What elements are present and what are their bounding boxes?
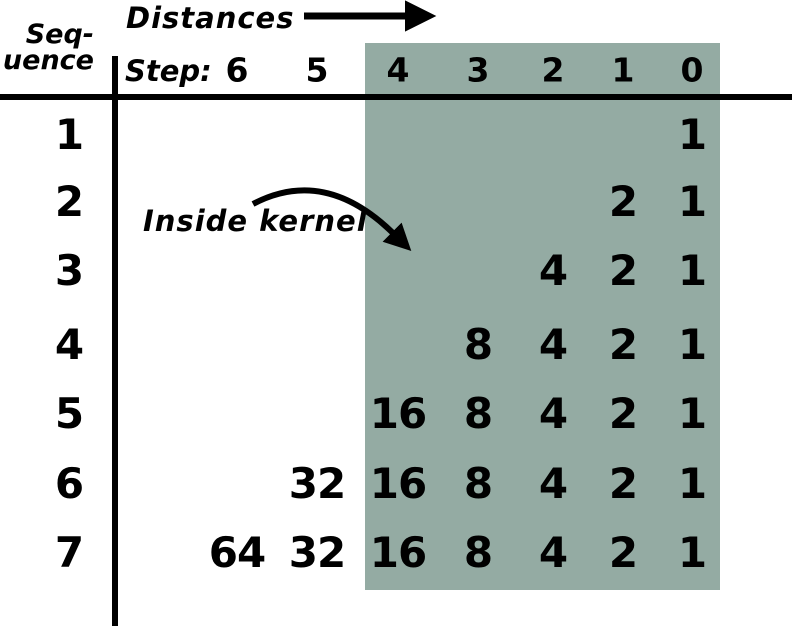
value-cell: 2 — [608, 389, 638, 438]
value-cell: 4 — [538, 246, 568, 295]
sequence-axis-title-line2: uence — [2, 45, 94, 76]
value-cell: 8 — [463, 528, 493, 577]
column-header-step-3: 3 — [466, 50, 490, 90]
value-cell: 4 — [538, 320, 568, 369]
value-cell: 1 — [677, 177, 707, 226]
value-cell: 1 — [677, 459, 707, 508]
row-label-sequence-2: 2 — [54, 177, 84, 226]
value-cell: 2 — [608, 528, 638, 577]
value-cell: 16 — [369, 389, 427, 438]
value-cell: 4 — [538, 459, 568, 508]
value-cell: 32 — [288, 459, 346, 508]
column-header-step-2: 2 — [541, 50, 565, 90]
value-cell: 8 — [463, 320, 493, 369]
value-cell: 32 — [288, 528, 346, 577]
value-cell: 4 — [538, 528, 568, 577]
column-header-step-1: 1 — [611, 50, 635, 90]
value-cell: 2 — [608, 246, 638, 295]
column-header-step-0: 0 — [680, 50, 704, 90]
row-label-sequence-7: 7 — [54, 528, 84, 577]
value-cell: 2 — [608, 177, 638, 226]
value-cell: 16 — [369, 528, 427, 577]
row-label-sequence-5: 5 — [54, 389, 84, 438]
value-cell: 2 — [608, 459, 638, 508]
value-cell: 2 — [608, 320, 638, 369]
row-label-sequence-3: 3 — [54, 246, 84, 295]
value-cell: 4 — [538, 389, 568, 438]
value-cell: 16 — [369, 459, 427, 508]
value-cell: 1 — [677, 528, 707, 577]
value-cell: 8 — [463, 389, 493, 438]
row-label-sequence-1: 1 — [54, 110, 84, 159]
value-cell: 64 — [208, 528, 266, 577]
column-header-step-6: 6 — [225, 50, 249, 90]
value-cell: 1 — [677, 389, 707, 438]
sequence-axis-title-line1: Seq- — [25, 19, 94, 50]
row-label-sequence-6: 6 — [54, 459, 84, 508]
step-label: Step: — [125, 54, 212, 88]
distances-axis-title: Distances — [126, 1, 295, 35]
value-cell: 1 — [677, 246, 707, 295]
sequence-axis-title: Seq- uence — [0, 19, 94, 76]
value-cell: 1 — [677, 110, 707, 159]
value-cell: 1 — [677, 320, 707, 369]
column-header-step-4: 4 — [386, 50, 410, 90]
value-cell: 8 — [463, 459, 493, 508]
inside-kernel-annotation: Inside kernel — [143, 204, 368, 238]
header-divider-line — [0, 94, 792, 100]
column-header-step-5: 5 — [305, 50, 329, 90]
row-label-sequence-4: 4 — [54, 320, 84, 369]
kernel-region — [365, 43, 720, 590]
sequence-divider-line — [112, 56, 118, 626]
